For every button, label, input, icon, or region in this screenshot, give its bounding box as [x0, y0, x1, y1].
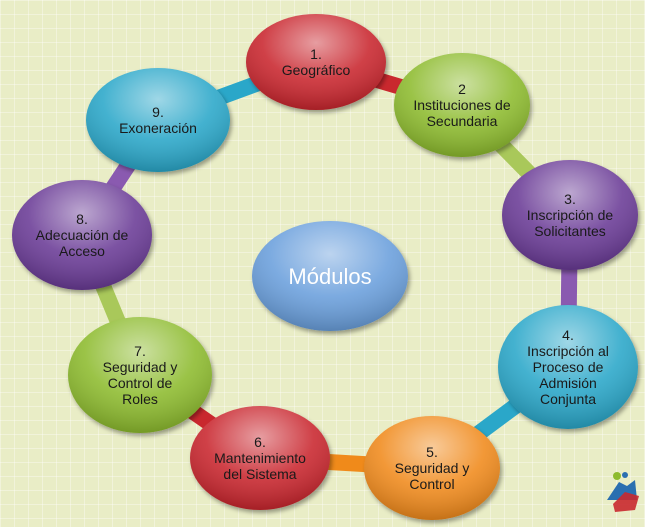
module-label-line: 7.: [134, 343, 146, 359]
module-label-line: Solicitantes: [534, 223, 606, 239]
module-label-line: del Sistema: [223, 466, 296, 482]
module-gloss: [86, 68, 230, 172]
module-label-line: 1.: [310, 46, 322, 62]
module-label-line: Geográfico: [282, 62, 351, 78]
module-gloss: [364, 416, 500, 520]
module-gloss: [394, 53, 530, 157]
module-label-line: Mantenimiento: [214, 450, 306, 466]
module-label-line: 6.: [254, 434, 266, 450]
module-label-line: Roles: [122, 391, 158, 407]
module-label-line: Inscripción de: [527, 207, 614, 223]
module-label-line: Control: [409, 476, 454, 492]
module-label-line: Inscripción al: [527, 343, 609, 359]
module-label-line: Seguridad y: [395, 460, 470, 476]
module-label-line: 3.: [564, 191, 576, 207]
module-label-line: Acceso: [59, 243, 105, 259]
module-label-line: Admisión: [539, 375, 597, 391]
module-label-line: 2: [458, 81, 466, 97]
module-label-line: Instituciones de: [413, 97, 510, 113]
module-gloss: [502, 160, 638, 270]
module-node-9: 9.Exoneración: [86, 68, 230, 172]
module-gloss: [246, 14, 386, 110]
center-gloss: [252, 221, 408, 331]
module-label-line: Adecuación de: [36, 227, 129, 243]
module-label-line: Control de: [108, 375, 173, 391]
center-label: Módulos: [288, 264, 371, 289]
module-label-line: 9.: [152, 104, 164, 120]
module-gloss: [190, 406, 330, 510]
module-label-line: Exoneración: [119, 120, 197, 136]
module-gloss: [12, 180, 152, 290]
module-label-line: 8.: [76, 211, 88, 227]
module-label-line: Proceso de: [533, 359, 604, 375]
module-gloss: [498, 305, 638, 429]
module-label-line: 4.: [562, 327, 574, 343]
module-label-line: Conjunta: [540, 391, 596, 407]
logo-icon: [607, 472, 639, 512]
module-node-1: 1.Geográfico: [246, 14, 386, 110]
module-gloss: [68, 317, 212, 433]
module-label-line: Secundaria: [427, 113, 498, 129]
module-label-line: 5.: [426, 444, 438, 460]
center-node: Módulos: [252, 221, 408, 331]
module-label-line: Seguridad y: [103, 359, 178, 375]
